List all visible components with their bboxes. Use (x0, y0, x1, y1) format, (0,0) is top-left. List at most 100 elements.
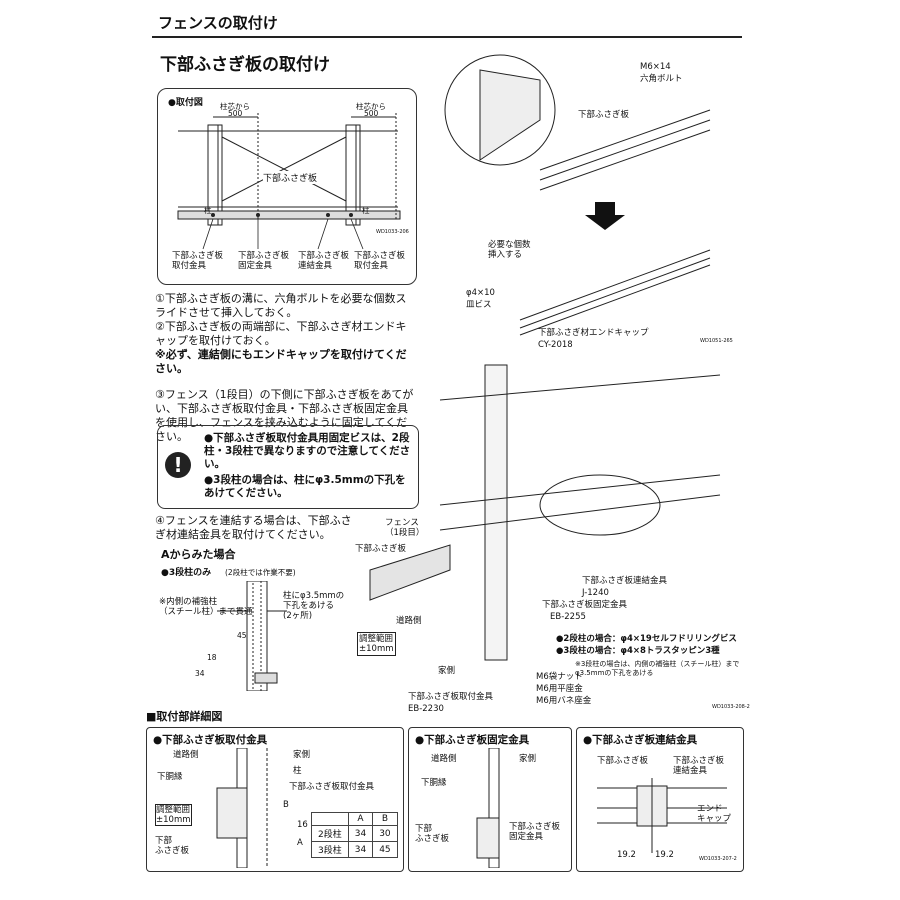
spring-washer-label: M6用バネ座金 (536, 696, 592, 706)
d2-board: 下部 ふさぎ板 (415, 824, 450, 844)
cell: 3段柱 (311, 841, 349, 858)
nut-label: M6袋ナット (536, 672, 583, 682)
th-0 (311, 812, 349, 826)
d2-title: ●下部ふさぎ板固定金具 (415, 734, 530, 746)
road-side: 道路側 (396, 616, 422, 626)
install-diagram-box: ●取付図 柱芯から 500 柱芯から 500 下部ふさぎ板 柱 柱 WD1033… (157, 88, 417, 285)
dim-right: 500 (364, 109, 379, 118)
view-a-sub-note: (2段柱では作業不要) (225, 568, 296, 577)
top-right-drawing (444, 54, 711, 336)
install-diagram-drawing (177, 113, 401, 250)
tr-board-label: 下部ふさぎ板 (578, 110, 630, 120)
d1-adjust: 調整範囲 ±10mm (155, 804, 192, 826)
th-a: A (347, 812, 374, 826)
view-a-d2: 34 (195, 669, 205, 678)
insert-label: 必要な個数 挿入する (488, 240, 531, 260)
th-b: B (372, 812, 398, 826)
tr-code: WD1051-265 (700, 338, 733, 344)
detail-mount-box: ●下部ふさぎ板取付金具 道路側 家側 下胴縁 柱 下部ふさぎ板取付金具 調整範囲… (146, 727, 404, 872)
d2-house: 家側 (519, 754, 537, 764)
dim-left-top: 柱芯から (220, 102, 250, 111)
step-4: ④フェンスを連結する場合は、下部ふさぎ材連結金具を取付けてください。 (155, 514, 352, 541)
d1-lower: 下胴縁 (157, 772, 183, 782)
bolt-size: M6×14 (640, 62, 671, 72)
view-a-sub: ●3段柱のみ (161, 568, 212, 578)
fence-label: フェンス （1段目） (385, 518, 425, 538)
cap-code: CY-2018 (538, 340, 573, 350)
post-left-label: 柱 (204, 206, 212, 215)
board-label: 下部ふさぎ板 (263, 171, 318, 184)
note-3: ※3段柱の場合は、内側の補強柱（スチール柱）までφ3.5mmの下孔をあける (575, 660, 740, 677)
cell: 45 (372, 841, 398, 858)
flat-washer-label: M6用平座金 (536, 684, 583, 694)
caution-box: ●下部ふさぎ板取付金具用固定ビスは、2段柱・3段柱で異なりますので注意してくださ… (157, 425, 419, 509)
bolt-name: 六角ボルト (640, 74, 683, 84)
cell: 34 (347, 825, 374, 842)
view-a-title: Aからみた場合 (161, 548, 236, 561)
d1-house: 家側 (293, 750, 311, 760)
joint-code: J-1240 (582, 588, 609, 598)
callout-fix: 下部ふさぎ板 固定金具 (238, 251, 290, 271)
fix-label: 下部ふさぎ板固定金具 (542, 600, 628, 610)
section-title: 下部ふさぎ板の取付け (160, 55, 330, 75)
cap-label: 下部ふさぎ材エンドキャップ (538, 328, 649, 338)
dim-left: 500 (228, 109, 243, 118)
diagram-code: WD1033-206 (376, 229, 409, 235)
view-a-d1: 45 (237, 631, 247, 640)
callout-mount-right: 下部ふさぎ板 取付金具 (354, 251, 406, 271)
d2-part: 下部ふさぎ板 固定金具 (509, 822, 561, 842)
d3-board: 下部ふさぎ板 (597, 756, 649, 766)
page-header: フェンスの取付け (158, 14, 278, 32)
detail-joint-box: ●下部ふさぎ板連結金具 下部ふさぎ板 下部ふさぎ板 連結金具 エンド キャップ … (576, 727, 744, 872)
house-side: 家側 (438, 666, 456, 676)
d3-title: ●下部ふさぎ板連結金具 (583, 734, 698, 746)
screw-size: φ4×10 (466, 288, 495, 298)
d1-drawing (216, 748, 268, 868)
d1-post: 柱 (293, 766, 302, 776)
view-a-note1: ※内側の補強柱 （スチール柱）まで貫通 (159, 597, 253, 617)
callout-mount-left: 下部ふさぎ板 取付金具 (172, 251, 224, 271)
asm-code: WD1033-208-2 (712, 704, 750, 710)
caution-line-1: ●下部ふさぎ板取付金具用固定ビスは、2段柱・3段柱で異なりますので注意してくださ… (204, 432, 411, 470)
fix-code: EB-2255 (550, 612, 586, 622)
d1-road: 道路側 (173, 750, 199, 760)
details-band: ■取付部詳細図 (146, 710, 223, 723)
asm-board-label: 下部ふさぎ板 (355, 544, 407, 554)
d1-b: B (283, 800, 289, 810)
d3-dl: 19.2 (617, 850, 636, 860)
d1-title: ●下部ふさぎ板取付金具 (153, 734, 268, 746)
d2-road: 道路側 (431, 754, 457, 764)
screws-3: ●3段柱の場合：φ4×8トラスタッピン3種 (556, 646, 720, 656)
d2-lower: 下胴縁 (421, 778, 447, 788)
mount-code: EB-2230 (408, 704, 444, 714)
post-right-label: 柱 (362, 206, 370, 215)
view-a-drawing (217, 581, 287, 691)
detail-fix-box: ●下部ふさぎ板固定金具 道路側 家側 下胴縁 下部 ふさぎ板 下部ふさぎ板 固定… (408, 727, 572, 872)
joint-label: 下部ふさぎ板連結金具 (582, 576, 668, 586)
view-a-note2: 柱にφ3.5mmの 下孔をあける (2ヶ所) (283, 591, 345, 621)
header-rule (152, 36, 742, 38)
step-2: ②下部ふさぎ板の両端部に、下部ふさぎ材エンドキャップを取付けておく。 (155, 320, 407, 347)
view-a-d3: 18 (207, 653, 217, 662)
caution-line-2: ●3段柱の場合は、柱にφ3.5mmの下孔をあけてください。 (204, 474, 406, 499)
assembly-drawing (369, 364, 721, 661)
d1-board: 下部 ふさぎ板 (155, 836, 190, 856)
mount-label: 下部ふさぎ板取付金具 (408, 692, 494, 702)
adjust-label: 調整範囲 ±10mm (357, 632, 396, 656)
d1-part: 下部ふさぎ板取付金具 (289, 782, 375, 792)
d2-drawing (476, 748, 500, 868)
cell: 34 (347, 841, 374, 858)
warning-icon: ! (165, 452, 191, 478)
d3-code: WD1033-207-2 (699, 856, 737, 862)
d3-dr: 19.2 (655, 850, 674, 860)
d3-cap: エンド キャップ (697, 804, 732, 824)
screws-2: ●2段柱の場合：φ4×19セルフドリリングビス (556, 634, 737, 644)
dim-right-top: 柱芯から (356, 102, 386, 111)
callout-joint: 下部ふさぎ板 連結金具 (298, 251, 350, 271)
cell: 30 (372, 825, 398, 842)
d3-part: 下部ふさぎ板 連結金具 (673, 756, 725, 776)
cell: 2段柱 (311, 825, 349, 842)
step-1: ①下部ふさぎ板の溝に、六角ボルトを必要な個数スライドさせて挿入しておく。 (155, 292, 407, 319)
d3-drawing (597, 778, 727, 853)
